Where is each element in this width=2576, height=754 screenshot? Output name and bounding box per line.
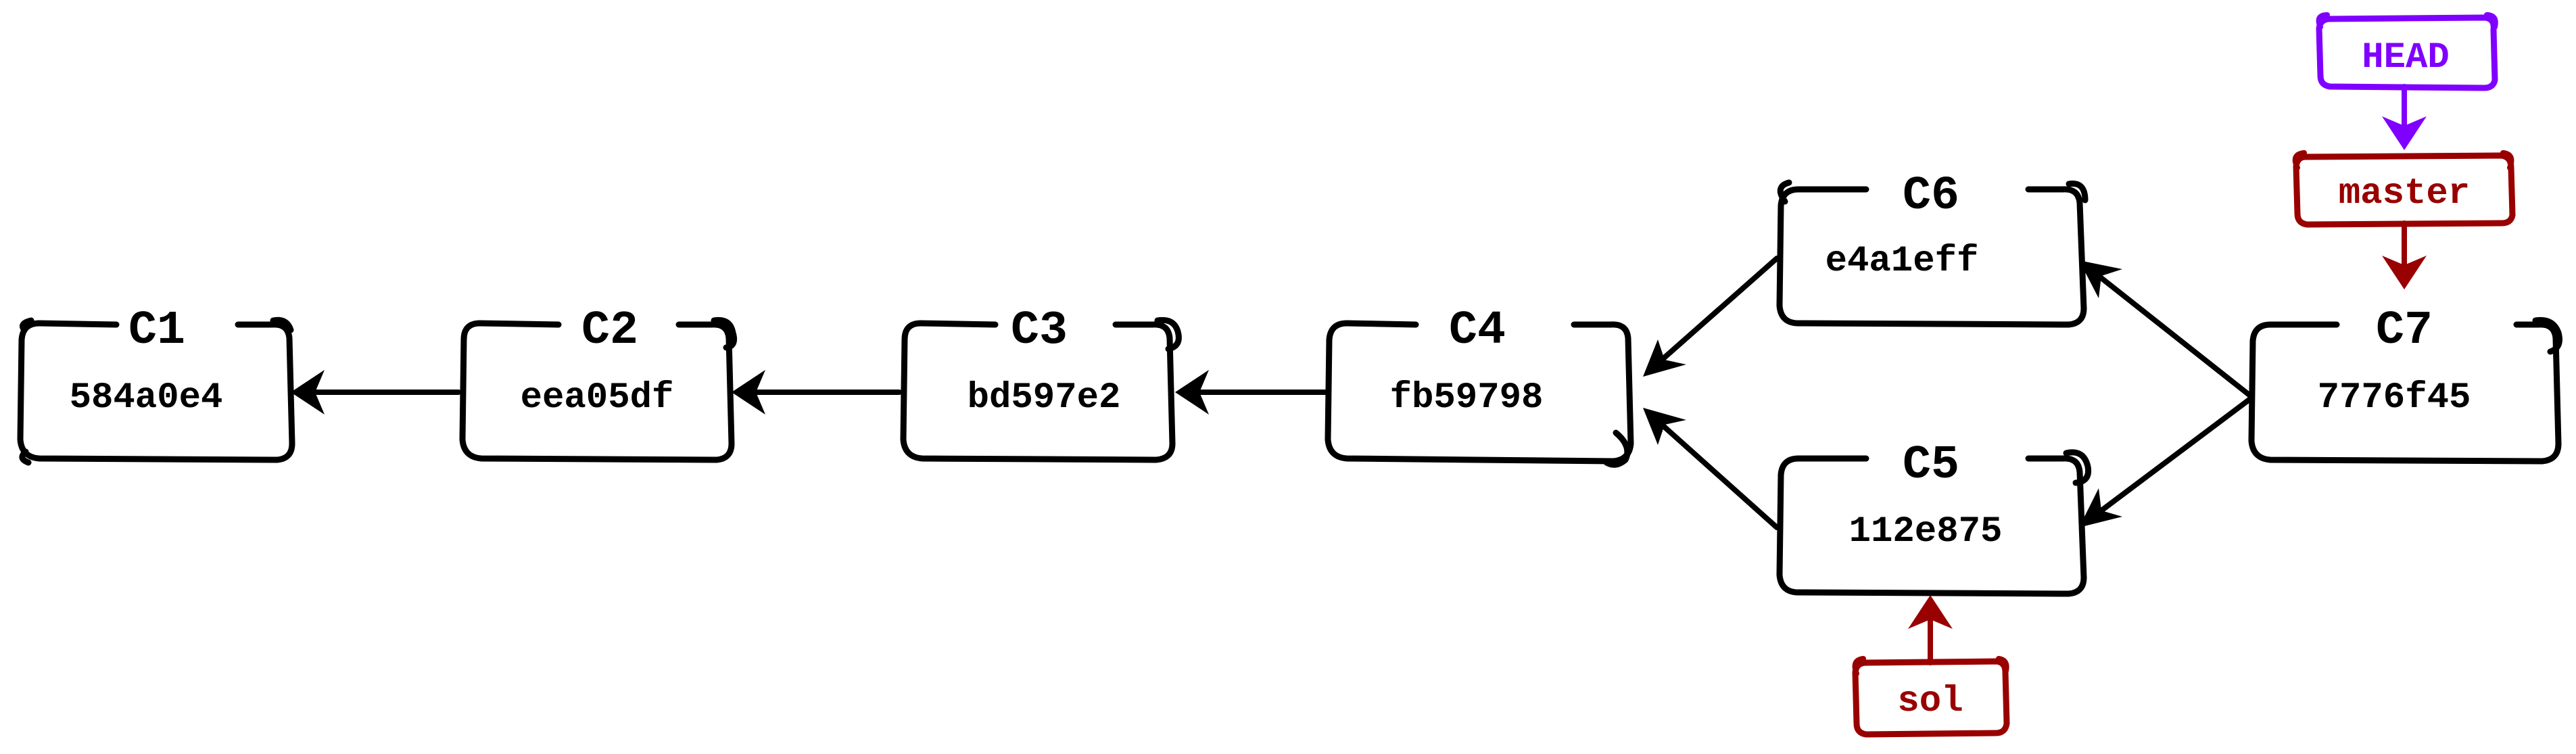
- edge-c3-c2: [732, 370, 902, 415]
- commit-id-label: C7: [2376, 304, 2433, 358]
- master-label: master: [2339, 173, 2470, 214]
- edge-c7-c5: [2079, 396, 2253, 527]
- commit-hash-label: fb59798: [1390, 377, 1544, 419]
- commit-edges: [291, 256, 2253, 530]
- commit-node-c6[interactable]: C6 e4a1eff: [1776, 170, 2089, 328]
- commit-hash-label: 112e875: [1849, 511, 2003, 552]
- commit-id-label: C3: [1011, 304, 1068, 358]
- edge-c7-c6: [2079, 260, 2253, 398]
- commit-node-c3[interactable]: C3 bd597e2: [900, 304, 1182, 463]
- commit-hash-label: 584a0e4: [70, 377, 223, 419]
- edge-c2-c1: [291, 370, 461, 415]
- edge-sol-c5: [1908, 595, 1953, 665]
- edge-c4-c3: [1175, 370, 1328, 415]
- edge-master-c7: [2382, 220, 2427, 289]
- head-label: HEAD: [2362, 37, 2450, 78]
- commit-node-c1[interactable]: C1 584a0e4: [17, 304, 295, 466]
- commit-node-c2[interactable]: C2 eea05df: [459, 304, 738, 463]
- commit-node-c4[interactable]: C4 fb59798: [1325, 304, 1634, 468]
- commit-hash-label: bd597e2: [968, 377, 1121, 419]
- ref-edges: [1908, 84, 2427, 665]
- commit-node-c5[interactable]: C5 112e875: [1776, 439, 2092, 597]
- edge-c5-c4: [1643, 408, 1780, 530]
- commit-id-label: C2: [581, 304, 638, 358]
- commit-id-label: C1: [128, 304, 185, 358]
- commit-id-label: C5: [1903, 439, 1959, 492]
- head-ref[interactable]: HEAD: [2316, 12, 2498, 91]
- master-branch-ref[interactable]: master: [2292, 150, 2516, 228]
- commit-hash-label: 7776f45: [2318, 377, 2471, 419]
- commit-node-c7[interactable]: C7 7776f45: [2248, 304, 2562, 465]
- commit-hash-label: eea05df: [521, 377, 674, 419]
- edge-c6-c4: [1643, 256, 1780, 377]
- commit-id-label: C4: [1449, 304, 1506, 358]
- commit-hash-label: e4a1eff: [1826, 241, 1979, 282]
- sol-label: sol: [1897, 681, 1963, 722]
- sol-branch-ref[interactable]: sol: [1852, 656, 2010, 738]
- commit-id-label: C6: [1903, 170, 1959, 223]
- edge-head-master: [2382, 84, 2427, 150]
